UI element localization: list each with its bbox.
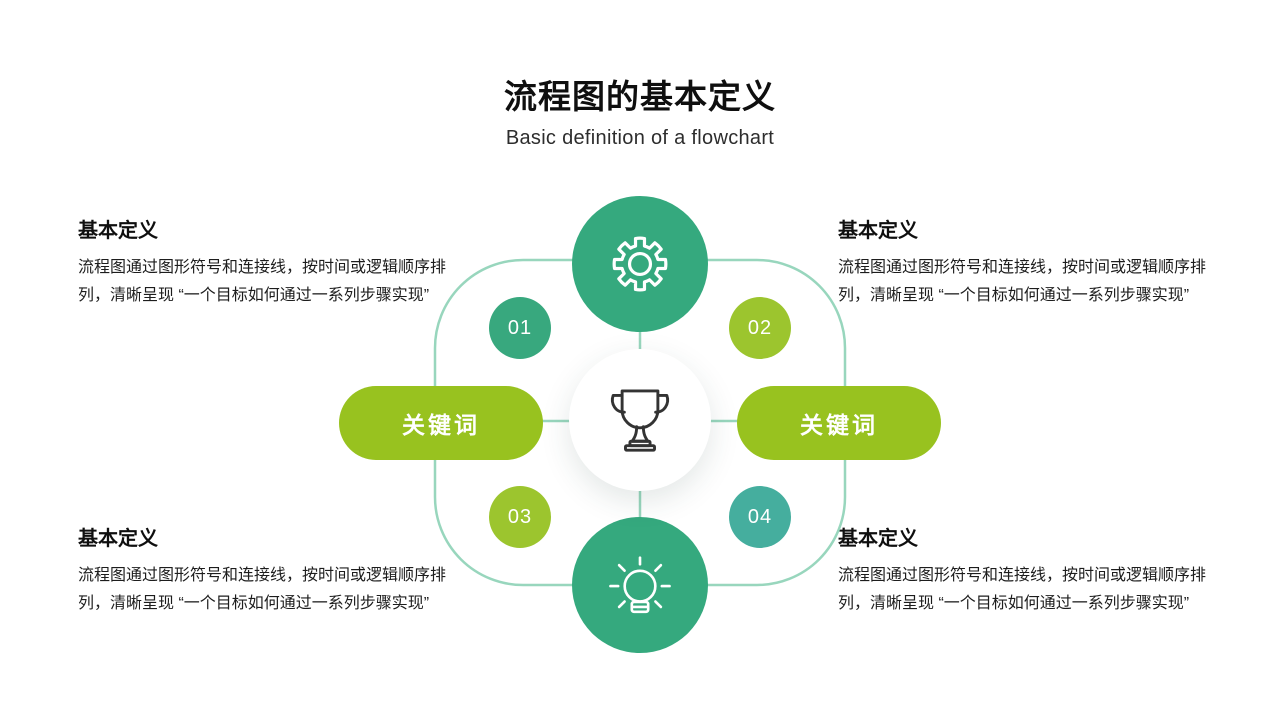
lightbulb-circle-node [572, 517, 708, 653]
keyword-pill-label: 关键词 [800, 412, 878, 438]
page-subtitle: Basic definition of a flowchart [505, 127, 775, 149]
definition-block-bottom-left: 基本定义 流程图通过图形符号和连接线，按时间或逻辑顺序排列，清晰呈现 “一个目标… [78, 522, 476, 617]
definition-body: 流程图通过图形符号和连接线，按时间或逻辑顺序排列，清晰呈现 “一个目标如何通过一… [838, 567, 1207, 612]
lightbulb-icon [605, 554, 675, 616]
definition-block-top-left: 基本定义 流程图通过图形符号和连接线，按时间或逻辑顺序排列，清晰呈现 “一个目标… [78, 214, 476, 309]
definition-body: 流程图通过图形符号和连接线，按时间或逻辑顺序排列，清晰呈现 “一个目标如何通过一… [78, 567, 447, 612]
step-badge-label: 03 [507, 505, 533, 528]
gear-icon [608, 232, 672, 296]
keyword-pill-label: 关键词 [402, 412, 480, 438]
page-title: 流程图的基本定义 [504, 78, 776, 115]
definition-heading: 基本定义 [78, 220, 158, 242]
keyword-pill-left: 关键词 [339, 386, 543, 460]
definition-heading: 基本定义 [838, 528, 918, 550]
keyword-pill-right: 关键词 [737, 386, 941, 460]
step-badge-04: 04 [729, 486, 791, 548]
step-badge-02: 02 [729, 297, 791, 359]
definition-heading: 基本定义 [78, 528, 158, 550]
definition-block-bottom-right: 基本定义 流程图通过图形符号和连接线，按时间或逻辑顺序排列，清晰呈现 “一个目标… [838, 522, 1236, 617]
definition-block-top-right: 基本定义 流程图通过图形符号和连接线，按时间或逻辑顺序排列，清晰呈现 “一个目标… [838, 214, 1236, 309]
trophy-circle-node [569, 349, 711, 491]
step-badge-label: 02 [747, 316, 773, 339]
step-badge-label: 01 [507, 316, 533, 339]
trophy-icon [602, 382, 678, 458]
definition-heading: 基本定义 [838, 220, 918, 242]
gear-circle-node [572, 196, 708, 332]
definition-body: 流程图通过图形符号和连接线，按时间或逻辑顺序排列，清晰呈现 “一个目标如何通过一… [78, 259, 447, 304]
step-badge-01: 01 [489, 297, 551, 359]
step-badge-label: 04 [747, 505, 773, 528]
step-badge-03: 03 [489, 486, 551, 548]
definition-body: 流程图通过图形符号和连接线，按时间或逻辑顺序排列，清晰呈现 “一个目标如何通过一… [838, 259, 1207, 304]
